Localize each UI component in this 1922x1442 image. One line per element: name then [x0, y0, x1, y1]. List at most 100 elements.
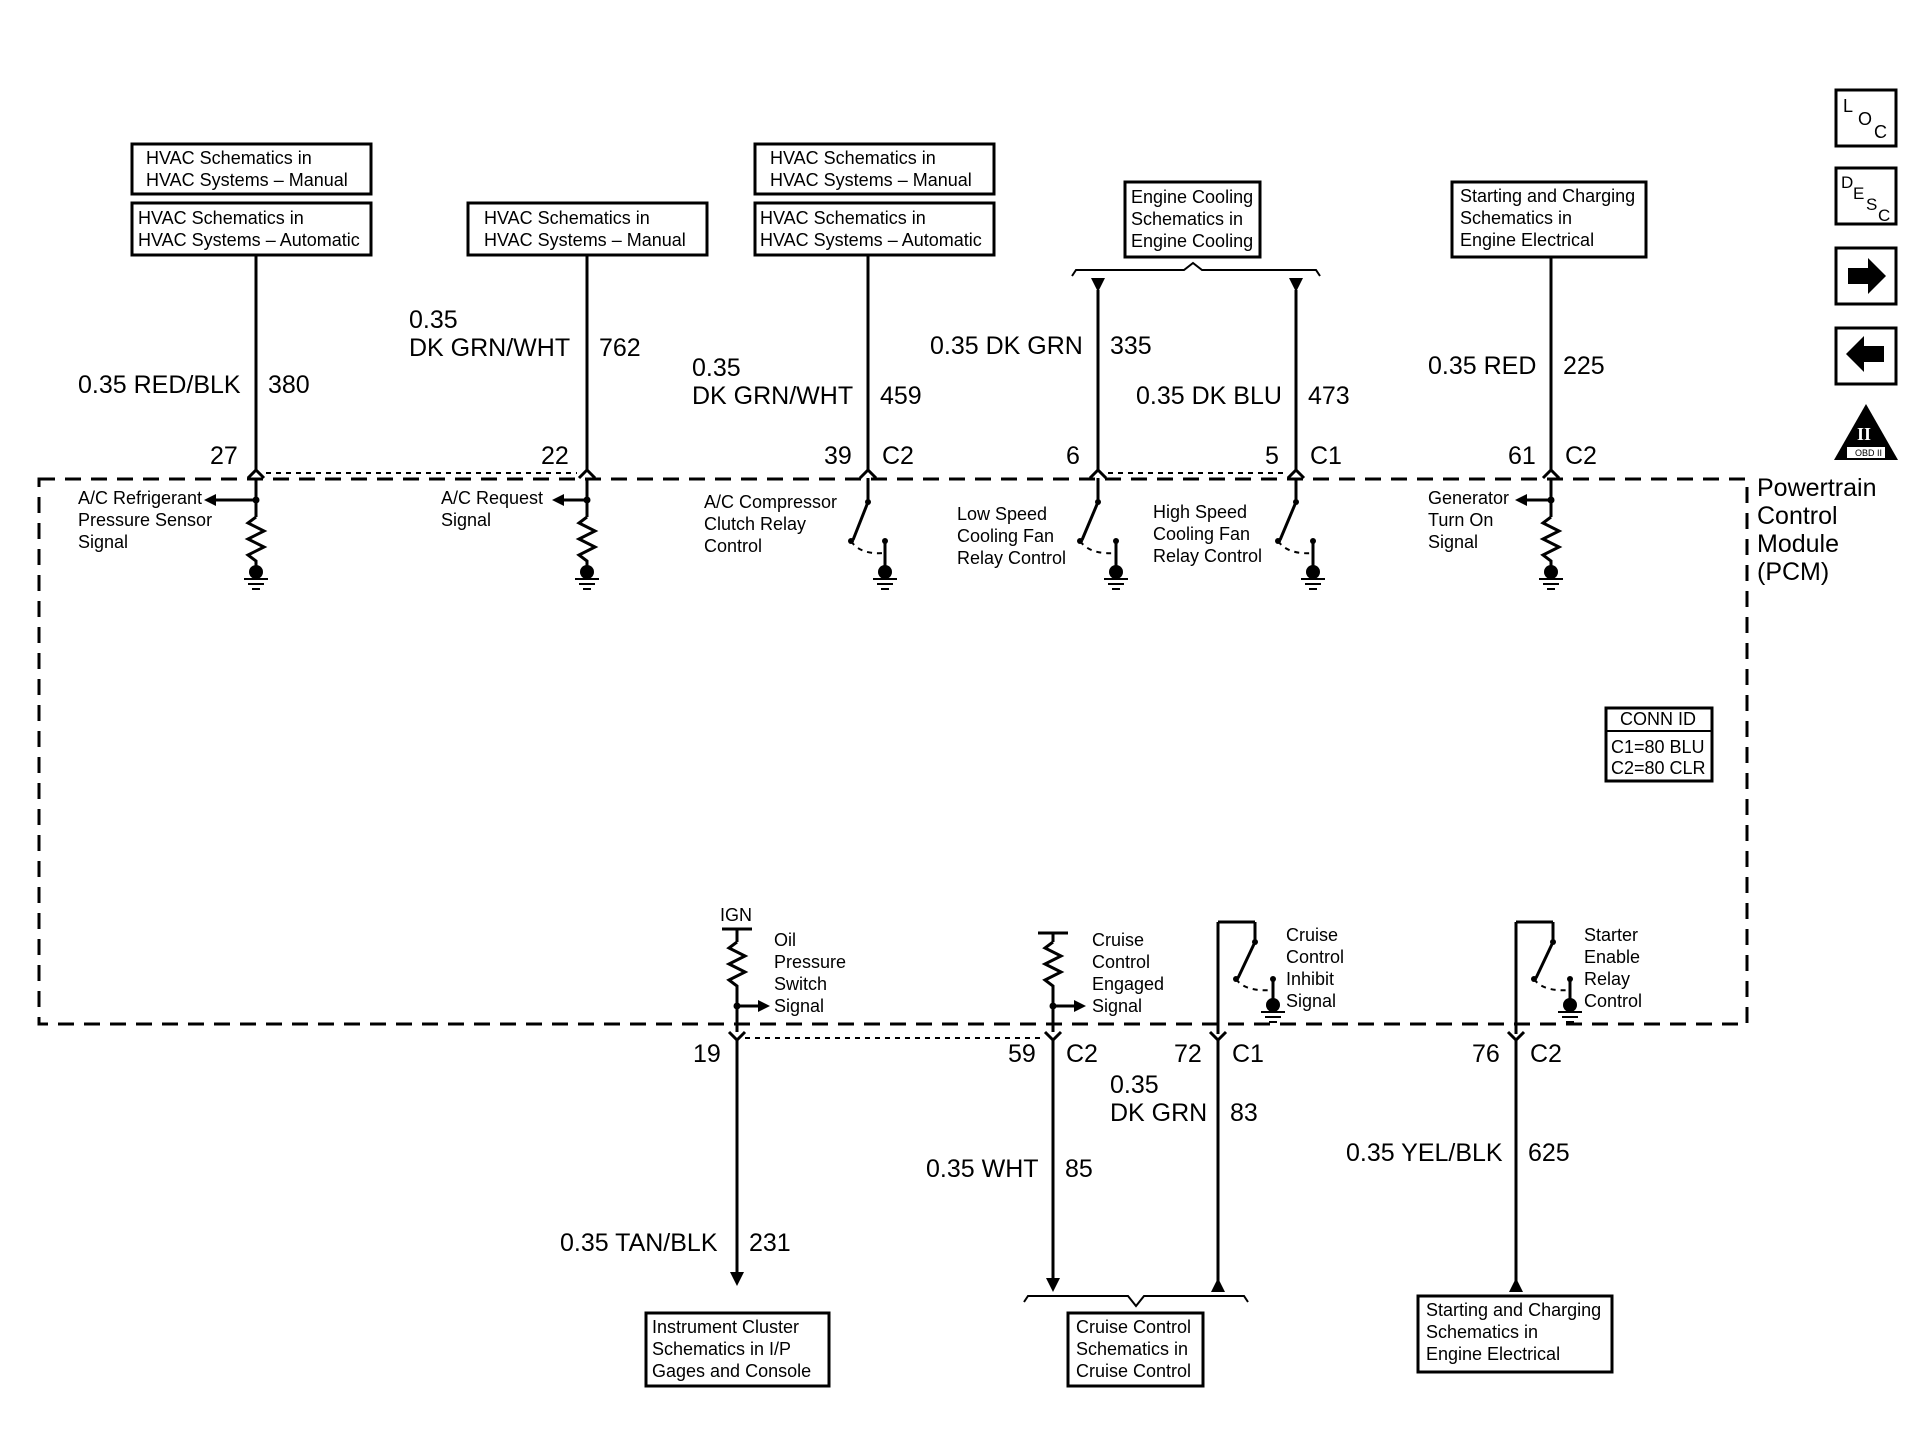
- svg-text:DK GRN/WHT: DK GRN/WHT: [409, 334, 570, 362]
- svg-text:(PCM): (PCM): [1757, 558, 1829, 586]
- svg-text:59: 59: [1008, 1040, 1036, 1068]
- svg-text:Schematics in: Schematics in: [1076, 1339, 1188, 1359]
- ref-box-instrument-cluster[interactable]: Instrument Cluster Schematics in I/P Gag…: [644, 1311, 831, 1388]
- svg-text:Relay: Relay: [1584, 969, 1630, 989]
- svg-text:Schematics in I/P: Schematics in I/P: [652, 1339, 791, 1359]
- svg-text:Low Speed: Low Speed: [957, 504, 1047, 524]
- ref-box-hvac-manual-1[interactable]: HVAC Schematics in HVAC Systems – Manual: [130, 142, 373, 196]
- ref-box-hvac-manual-3[interactable]: HVAC Schematics in HVAC Systems – Manual: [753, 142, 996, 196]
- svg-text:C2: C2: [1565, 442, 1597, 470]
- svg-text:Schematics in: Schematics in: [1426, 1322, 1538, 1342]
- svg-text:C2: C2: [882, 442, 914, 470]
- svg-text:Engine Cooling: Engine Cooling: [1131, 231, 1253, 251]
- wire-83[interactable]: 0.35 DK GRN 83: [1110, 1040, 1258, 1292]
- pullup-85: [1038, 931, 1086, 1032]
- ref-box-starting-charging-top[interactable]: Starting and Charging Schematics in Engi…: [1450, 180, 1648, 259]
- svg-text:Relay Control: Relay Control: [1153, 546, 1262, 566]
- wire-85[interactable]: 0.35 WHT 85: [926, 1040, 1093, 1292]
- ref-box-engine-cooling[interactable]: Engine Cooling Schematics in Engine Cool…: [1123, 180, 1262, 259]
- svg-text:Schematics in: Schematics in: [1131, 209, 1243, 229]
- ref-box-hvac-automatic-1[interactable]: HVAC Schematics in HVAC Systems – Automa…: [130, 201, 373, 257]
- svg-text:225: 225: [1563, 352, 1605, 380]
- svg-text:0.35: 0.35: [1110, 1071, 1159, 1099]
- desc-cruise-engaged: Cruise Control Engaged Signal: [1092, 930, 1164, 1016]
- svg-text:Engine Cooling: Engine Cooling: [1131, 187, 1253, 207]
- pin-59: 59 C2: [1008, 1030, 1098, 1068]
- pin-76: 76 C2: [1472, 1030, 1562, 1068]
- ref-box-hvac-automatic-3[interactable]: HVAC Schematics in HVAC Systems – Automa…: [753, 201, 996, 257]
- desc-generator-turn-on: Generator Turn On Signal: [1428, 488, 1509, 552]
- svg-text:OBD II: OBD II: [1855, 448, 1882, 458]
- svg-text:762: 762: [599, 334, 641, 362]
- svg-text:83: 83: [1230, 1099, 1258, 1127]
- svg-text:Signal: Signal: [1428, 532, 1478, 552]
- svg-text:85: 85: [1065, 1155, 1093, 1183]
- obd-ii-icon: OBD II II: [1834, 404, 1898, 460]
- ref-box-hvac-manual-2[interactable]: HVAC Schematics in HVAC Systems – Manual: [466, 201, 709, 257]
- wire-459[interactable]: 0.35 DK GRN/WHT 459: [692, 255, 922, 470]
- svg-text:Signal: Signal: [774, 996, 824, 1016]
- svg-text:380: 380: [268, 371, 310, 399]
- svg-text:C2: C2: [1066, 1040, 1098, 1068]
- pin-27: 27: [210, 442, 266, 480]
- svg-text:Signal: Signal: [441, 510, 491, 530]
- desc-high-speed-fan: High Speed Cooling Fan Relay Control: [1153, 502, 1262, 566]
- wire-473[interactable]: 0.35 DK BLU 473: [1136, 278, 1350, 470]
- svg-text:Control: Control: [1757, 502, 1838, 530]
- svg-text:Control: Control: [1092, 952, 1150, 972]
- pin-22: 22: [541, 442, 597, 480]
- svg-text:Cruise: Cruise: [1286, 925, 1338, 945]
- svg-text:Instrument Cluster: Instrument Cluster: [652, 1317, 799, 1337]
- svg-text:Module: Module: [1757, 530, 1839, 558]
- svg-text:231: 231: [749, 1229, 791, 1257]
- wire-625[interactable]: 0.35 YEL/BLK 625: [1346, 1040, 1570, 1292]
- svg-text:HVAC Systems – Manual: HVAC Systems – Manual: [484, 230, 686, 250]
- wire-380[interactable]: 0.35 RED/BLK 380: [78, 255, 310, 470]
- wire-225[interactable]: 0.35 RED 225: [1428, 257, 1605, 470]
- svg-text:C2: C2: [1530, 1040, 1562, 1068]
- arrow-right-icon[interactable]: [1834, 246, 1898, 306]
- svg-text:72: 72: [1174, 1040, 1202, 1068]
- desc-starter-enable: Starter Enable Relay Control: [1584, 925, 1642, 1011]
- ign-pullup-231: IGN: [720, 905, 770, 1032]
- svg-text:0.35 DK GRN: 0.35 DK GRN: [930, 332, 1083, 360]
- svg-text:HVAC Systems – Manual: HVAC Systems – Manual: [146, 170, 348, 190]
- svg-text:Signal: Signal: [78, 532, 128, 552]
- svg-text:335: 335: [1110, 332, 1152, 360]
- desc-icon[interactable]: D E S C: [1834, 166, 1898, 226]
- svg-text:HVAC Schematics in: HVAC Schematics in: [138, 208, 304, 228]
- svg-text:473: 473: [1308, 382, 1350, 410]
- svg-text:HVAC Systems – Automatic: HVAC Systems – Automatic: [138, 230, 360, 250]
- svg-text:CONN ID: CONN ID: [1620, 709, 1696, 729]
- loc-icon[interactable]: L O C: [1834, 88, 1898, 148]
- svg-text:S: S: [1866, 195, 1877, 214]
- desc-ac-refrigerant: A/C Refrigerant Pressure Sensor Signal: [78, 488, 212, 552]
- wire-335[interactable]: 0.35 DK GRN 335: [930, 278, 1152, 470]
- svg-text:Turn On: Turn On: [1428, 510, 1493, 530]
- switch-output-473: [1275, 478, 1325, 590]
- svg-text:0.35 WHT: 0.35 WHT: [926, 1155, 1039, 1183]
- pin-61: 61 C2: [1508, 442, 1597, 480]
- wire-231[interactable]: 0.35 TAN/BLK 231: [560, 1040, 791, 1286]
- svg-text:Cooling Fan: Cooling Fan: [957, 526, 1054, 546]
- ref-box-starting-charging-bottom[interactable]: Starting and Charging Schematics in Engi…: [1416, 1294, 1614, 1374]
- svg-text:C1=80 BLU: C1=80 BLU: [1611, 737, 1705, 757]
- svg-text:39: 39: [824, 442, 852, 470]
- wire-762[interactable]: 0.35 DK GRN/WHT 762: [409, 255, 641, 470]
- svg-text:61: 61: [1508, 442, 1536, 470]
- svg-text:IGN: IGN: [720, 905, 752, 925]
- svg-text:Engine Electrical: Engine Electrical: [1426, 1344, 1560, 1364]
- svg-text:C1: C1: [1310, 442, 1342, 470]
- svg-text:Gages and Console: Gages and Console: [652, 1361, 811, 1381]
- svg-text:C: C: [1874, 122, 1887, 142]
- resistor-input-225: [1515, 478, 1563, 590]
- svg-text:0.35: 0.35: [692, 354, 741, 382]
- svg-text:Control: Control: [1286, 947, 1344, 967]
- svg-text:Cruise Control: Cruise Control: [1076, 1361, 1191, 1381]
- engine-cooling-brace: [1071, 261, 1321, 277]
- switch-output-459: [848, 478, 897, 590]
- ref-box-cruise-control[interactable]: Cruise Control Schematics in Cruise Cont…: [1066, 1311, 1205, 1388]
- svg-text:Control: Control: [704, 536, 762, 556]
- arrow-left-icon[interactable]: [1834, 326, 1898, 386]
